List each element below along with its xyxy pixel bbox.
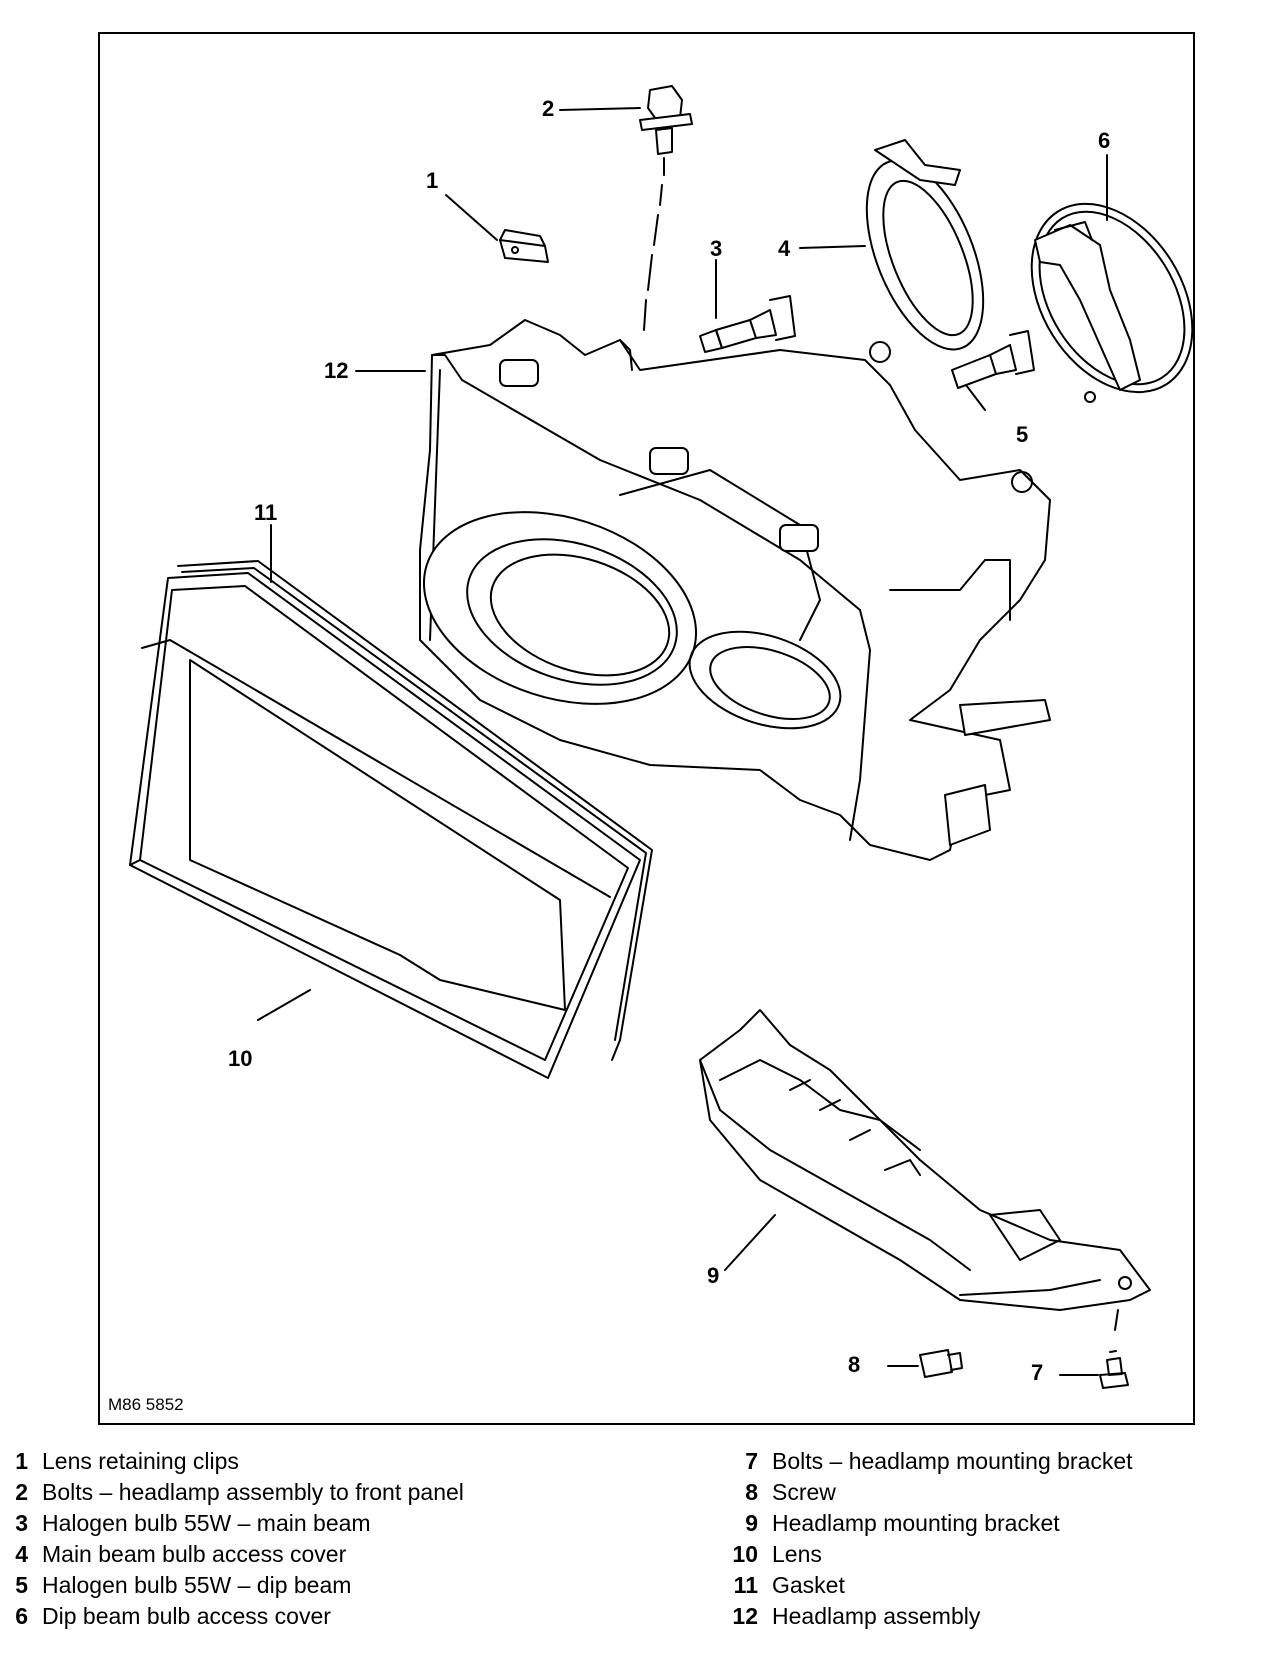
legend-text: Lens (772, 1541, 822, 1567)
legend-item: 5 Halogen bulb 55W – dip beam (0, 1570, 464, 1601)
legend-item: 11 Gasket (718, 1570, 1133, 1601)
callout-7: 7 (1031, 1360, 1044, 1385)
legend-number: 5 (15, 1572, 28, 1598)
headlamp-assembly-bolt (639, 85, 693, 331)
legend-item: 6 Dip beam bulb access cover (0, 1601, 464, 1632)
legend-text: Main beam bulb access cover (42, 1541, 347, 1567)
callout-1: 1 (426, 168, 439, 193)
legend-item: 12 Headlamp assembly (718, 1601, 1133, 1632)
lens-retaining-clip (499, 229, 549, 263)
legend-number: 1 (15, 1448, 28, 1474)
legend-item: 3 Halogen bulb 55W – main beam (0, 1508, 464, 1539)
lens (129, 572, 641, 1079)
legend-text: Screw (772, 1479, 836, 1505)
legend-item: 8 Screw (718, 1477, 1133, 1508)
legend-text: Dip beam bulb access cover (42, 1603, 331, 1629)
main-beam-bulb (699, 295, 796, 353)
callout-6: 6 (1098, 128, 1111, 153)
legend-text: Headlamp assembly (772, 1603, 981, 1629)
legend-item: 1 Lens retaining clips (0, 1446, 464, 1477)
legend-text: Lens retaining clips (42, 1448, 239, 1474)
legend-text: Headlamp mounting bracket (772, 1510, 1060, 1536)
callout-5: 5 (1016, 422, 1029, 447)
callout-8: 8 (848, 1352, 861, 1377)
legend-item: 4 Main beam bulb access cover (0, 1539, 464, 1570)
legend-left-column: 1 Lens retaining clips 2 Bolts – headlamp … (0, 1446, 464, 1632)
callout-2: 2 (542, 96, 555, 121)
legend-number: 10 (732, 1541, 758, 1567)
callout-11: 11 (254, 500, 278, 525)
legend-number: 2 (15, 1479, 28, 1505)
legend-text: Halogen bulb 55W – dip beam (42, 1572, 352, 1598)
mounting-bracket-bolt (1099, 1309, 1129, 1389)
diagram-frame (98, 32, 1195, 1425)
screw (919, 1349, 963, 1378)
legend-number: 3 (15, 1510, 28, 1536)
legend-number: 7 (745, 1448, 758, 1474)
legend-number: 9 (745, 1510, 758, 1536)
legend-text: Bolts – headlamp mounting bracket (772, 1448, 1133, 1474)
headlamp-assembly (419, 319, 1051, 861)
dip-beam-access-cover (1030, 202, 1194, 403)
legend-right-column: 7 Bolts – headlamp mounting bracket 8 Scre… (718, 1446, 1133, 1632)
dip-beam-bulb (951, 330, 1035, 389)
legend-number: 4 (15, 1541, 28, 1567)
legend-number: 12 (732, 1603, 758, 1629)
legend-number: 8 (745, 1479, 758, 1505)
legend-number: 11 (733, 1572, 758, 1598)
legend-text: Halogen bulb 55W – main beam (42, 1510, 371, 1536)
legend-text: Bolts – headlamp assembly to front panel (42, 1479, 464, 1505)
callout-12: 12 (324, 358, 349, 383)
legend-item: 2 Bolts – headlamp assembly to front pane… (0, 1477, 464, 1508)
legend-text: Gasket (772, 1572, 845, 1598)
legend-item: 9 Headlamp mounting bracket (718, 1508, 1133, 1539)
callout-3: 3 (710, 236, 723, 261)
leader-lines (257, 107, 1108, 1376)
figure-reference: M86 5852 (108, 1395, 184, 1414)
legend-item: 7 Bolts – headlamp mounting bracket (718, 1446, 1133, 1477)
legend-number: 6 (15, 1603, 28, 1629)
callout-9: 9 (707, 1263, 720, 1288)
callout-10: 10 (228, 1046, 253, 1071)
callout-4: 4 (778, 236, 791, 261)
main-beam-access-cover (865, 139, 985, 351)
headlamp-mounting-bracket (699, 1009, 1151, 1311)
legend-item: 10 Lens (718, 1539, 1133, 1570)
gasket (177, 560, 653, 1061)
